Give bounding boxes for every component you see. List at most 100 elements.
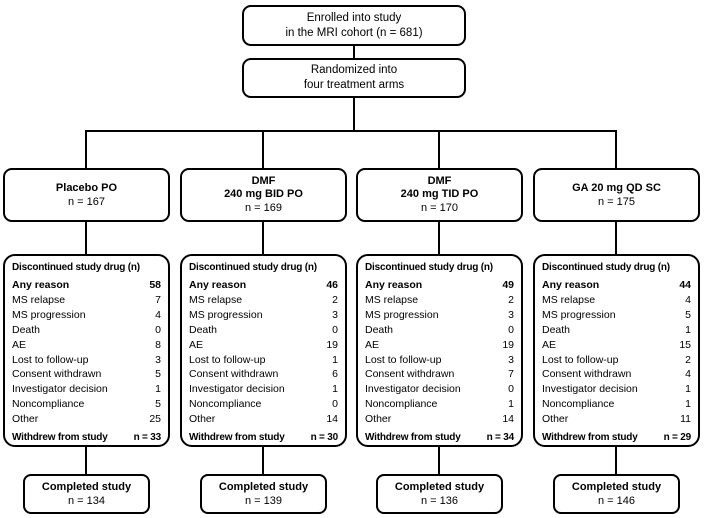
reason-label: Other [189, 413, 216, 426]
reason-label: Death [542, 323, 571, 336]
reason-row: Consent withdrawn 5 [12, 367, 161, 382]
randomized-line1: Randomized into [310, 64, 398, 76]
connector-discontinued-completed-1 [85, 445, 87, 476]
completed-n: n = 134 [67, 495, 105, 507]
reason-label: Consent withdrawn [12, 368, 102, 381]
reason-value: 1 [685, 398, 691, 411]
reason-row: Lost to follow-up 3 [12, 353, 161, 368]
completed-label: Completed study [41, 481, 132, 493]
reason-value: 0 [508, 383, 514, 396]
completed-label: Completed study [571, 481, 662, 493]
reason-label: AE [12, 338, 27, 351]
reason-value: 14 [326, 413, 338, 426]
completed-box-ga: Completed study n = 146 [553, 474, 680, 514]
reason-value: 0 [332, 398, 338, 411]
connector-split-arm-4 [615, 130, 617, 170]
reason-value: 49 [502, 279, 514, 291]
reason-value: 5 [155, 368, 161, 381]
reason-value: 1 [685, 383, 691, 396]
reason-value: 5 [685, 308, 691, 321]
reason-row: Other 11 [542, 412, 691, 427]
reason-row: Death 0 [12, 323, 161, 338]
reason-value: 11 [680, 413, 691, 426]
reason-value: 1 [508, 398, 514, 411]
reason-label: MS relapse [365, 293, 419, 306]
reason-value: 6 [332, 368, 338, 381]
arm-n: n = 175 [597, 195, 635, 208]
enrolled-box: Enrolled into study in the MRI cohort (n… [242, 5, 466, 46]
discontinued-header: Discontinued study drug (n) [542, 262, 670, 273]
completed-box-placebo: Completed study n = 134 [23, 474, 150, 514]
arm-title: DMF [251, 175, 276, 187]
reason-label: Other [542, 413, 569, 426]
reason-value: 0 [155, 323, 161, 336]
reason-value: 19 [326, 338, 338, 351]
reason-label: AE [542, 338, 557, 351]
reason-value: 46 [326, 279, 338, 291]
enrolled-line1: Enrolled into study [306, 11, 402, 24]
connector-discontinued-completed-2 [262, 445, 264, 476]
completed-label: Completed study [394, 481, 485, 493]
reason-label: Consent withdrawn [365, 368, 455, 381]
completed-box-dmf-tid: Completed study n = 136 [376, 474, 503, 514]
withdrew-row: Withdrew from study n = 33 [12, 431, 161, 444]
reason-label: MS progression [542, 308, 616, 321]
arm-n: n = 170 [420, 202, 458, 214]
reason-value: 15 [679, 338, 691, 351]
arm-title: Placebo PO [55, 181, 118, 194]
connector-discontinued-completed-4 [615, 445, 617, 476]
connector-arm-discontinued-4 [615, 220, 617, 256]
arm-n: n = 169 [244, 202, 282, 214]
reason-label: Lost to follow-up [12, 353, 89, 366]
reason-row: Death 1 [542, 323, 691, 338]
withdrew-label: Withdrew from study [12, 432, 108, 444]
reason-row: Consent withdrawn 6 [189, 367, 338, 382]
reason-value: 1 [332, 353, 338, 366]
reason-label: MS relapse [12, 293, 66, 306]
withdrew-value: n = 33 [133, 432, 162, 444]
connector-arm-discontinued-3 [438, 220, 440, 256]
reason-value: 3 [155, 353, 161, 366]
randomized-box: Randomized into four treatment arms [242, 58, 466, 98]
reason-value: 4 [685, 368, 691, 381]
reason-value: 7 [508, 368, 514, 381]
reason-label: Lost to follow-up [542, 353, 619, 366]
connector-split-arm-2 [262, 130, 264, 170]
completed-box-dmf-bid: Completed study n = 139 [200, 474, 327, 514]
reason-value: 25 [149, 413, 161, 426]
reason-value: 1 [685, 323, 691, 336]
enrolled-line2: in the MRI cohort (n = 681) [285, 26, 423, 39]
arm-title-line2: 240 mg TID PO [400, 188, 479, 200]
reason-value: 2 [332, 293, 338, 306]
reason-row: Consent withdrawn 7 [365, 367, 514, 382]
reason-label: Other [365, 413, 392, 426]
reason-value: 5 [155, 398, 161, 411]
reason-row: Investigator decision 0 [365, 382, 514, 397]
reason-row: AE 15 [542, 338, 691, 353]
reason-label: Investigator decision [365, 383, 461, 396]
reason-label: Death [12, 323, 41, 336]
reason-row: Other 14 [189, 412, 338, 427]
reason-label: Consent withdrawn [189, 368, 279, 381]
reason-value: 44 [679, 279, 691, 291]
